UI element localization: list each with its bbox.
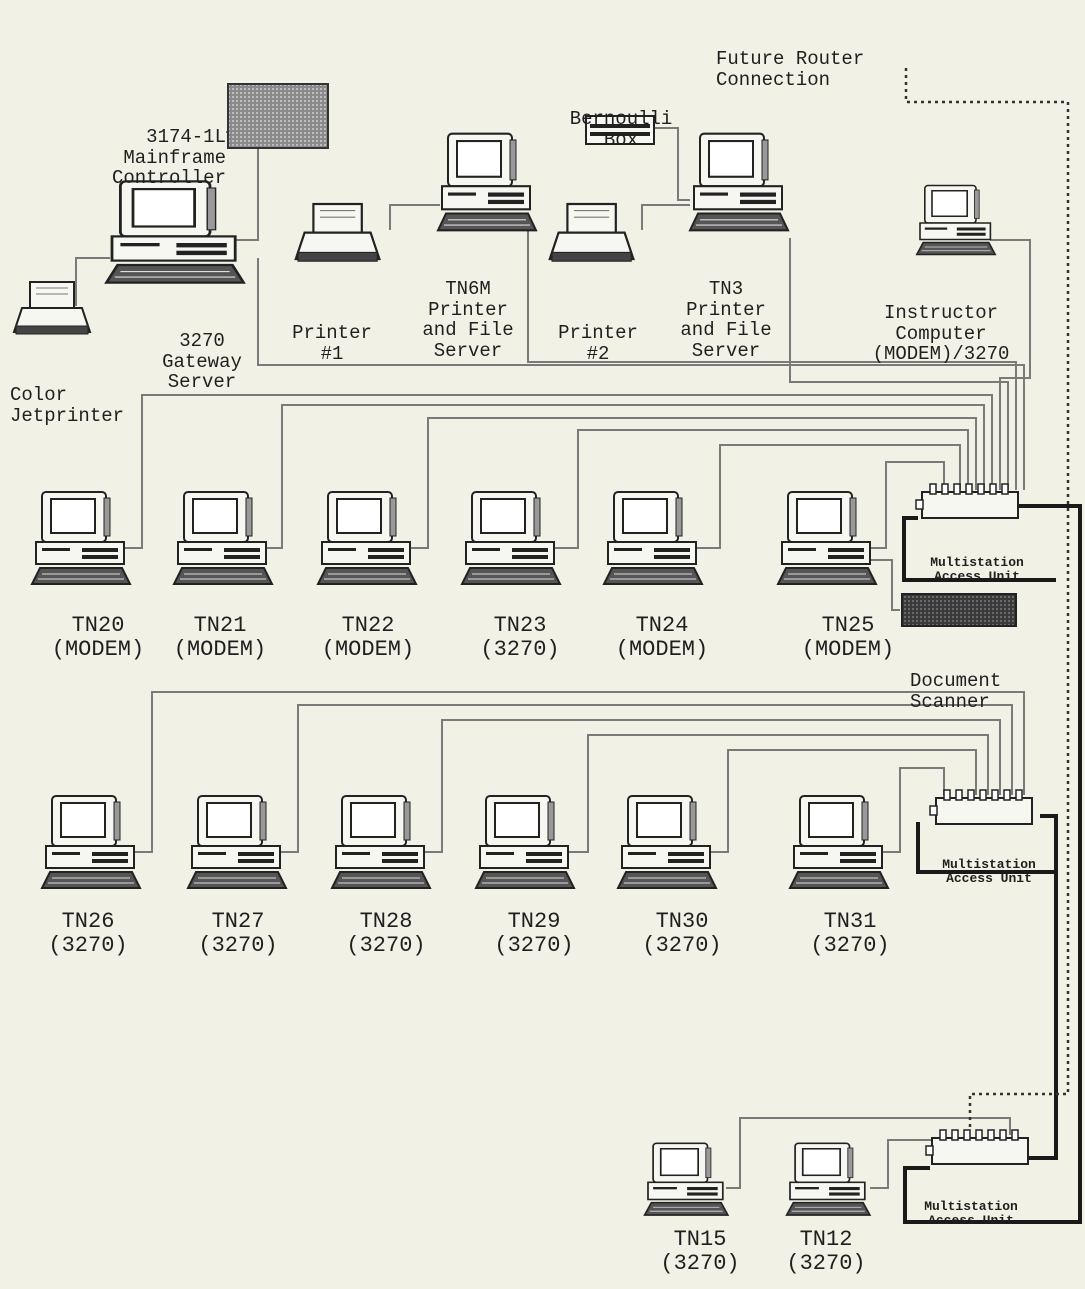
mau-middle	[929, 789, 1033, 825]
station-label-tn26: TN26(3270)	[48, 909, 128, 958]
station-label-tn15: TN15(3270)	[660, 1227, 740, 1276]
mainframe-controller	[227, 83, 329, 149]
instructor-computer	[915, 184, 997, 256]
workstation-tn20	[31, 491, 131, 585]
workstation-tn25	[777, 491, 877, 585]
future-router-line	[904, 68, 1070, 1130]
document-scanner	[901, 593, 1017, 627]
color-jetprinter	[13, 281, 91, 335]
bernoulli-box	[585, 115, 655, 145]
station-label-tn31: TN31(3270)	[810, 909, 890, 958]
workstation-tn21	[173, 491, 273, 585]
station-label-tn28: TN28(3270)	[346, 909, 426, 958]
workstation-tn24	[603, 491, 703, 585]
station-label-tn20: TN20(MODEM)	[51, 613, 145, 662]
workstation-tn27	[187, 795, 287, 889]
station-label-tn27: TN27(3270)	[198, 909, 278, 958]
printer-1	[294, 202, 381, 263]
station-label-tn21: TN21(MODEM)	[173, 613, 267, 662]
workstation-tn15	[643, 1142, 729, 1216]
station-label-tn12: TN12(3270)	[786, 1227, 866, 1276]
printer1-label: Printer#1	[292, 322, 372, 365]
mau-upper	[915, 483, 1019, 519]
workstation-tn12	[785, 1142, 871, 1216]
tn3-server-computer	[688, 132, 790, 232]
station-label-tn23: TN23(3270)	[480, 613, 560, 662]
mau-lower	[925, 1129, 1029, 1165]
workstation-tn31	[789, 795, 889, 889]
station-label-tn29: TN29(3270)	[494, 909, 574, 958]
workstation-tn22	[317, 491, 417, 585]
station-label-tn22: TN22(MODEM)	[321, 613, 415, 662]
workstation-tn23	[461, 491, 561, 585]
token-ring-trunk	[902, 504, 1082, 1224]
station-label-tn24: TN24(MODEM)	[615, 613, 709, 662]
tn6m-server-computer	[436, 132, 538, 232]
workstation-tn30	[617, 795, 717, 889]
station-label-tn30: TN30(3270)	[642, 909, 722, 958]
printer2-label: Printer#2	[558, 322, 638, 365]
workstation-tn26	[41, 795, 141, 889]
workstation-tn29	[475, 795, 575, 889]
station-cables	[75, 127, 1031, 1189]
printer-2	[548, 202, 635, 263]
station-label-tn25: TN25(MODEM)	[801, 613, 895, 662]
workstation-tn28	[331, 795, 431, 889]
